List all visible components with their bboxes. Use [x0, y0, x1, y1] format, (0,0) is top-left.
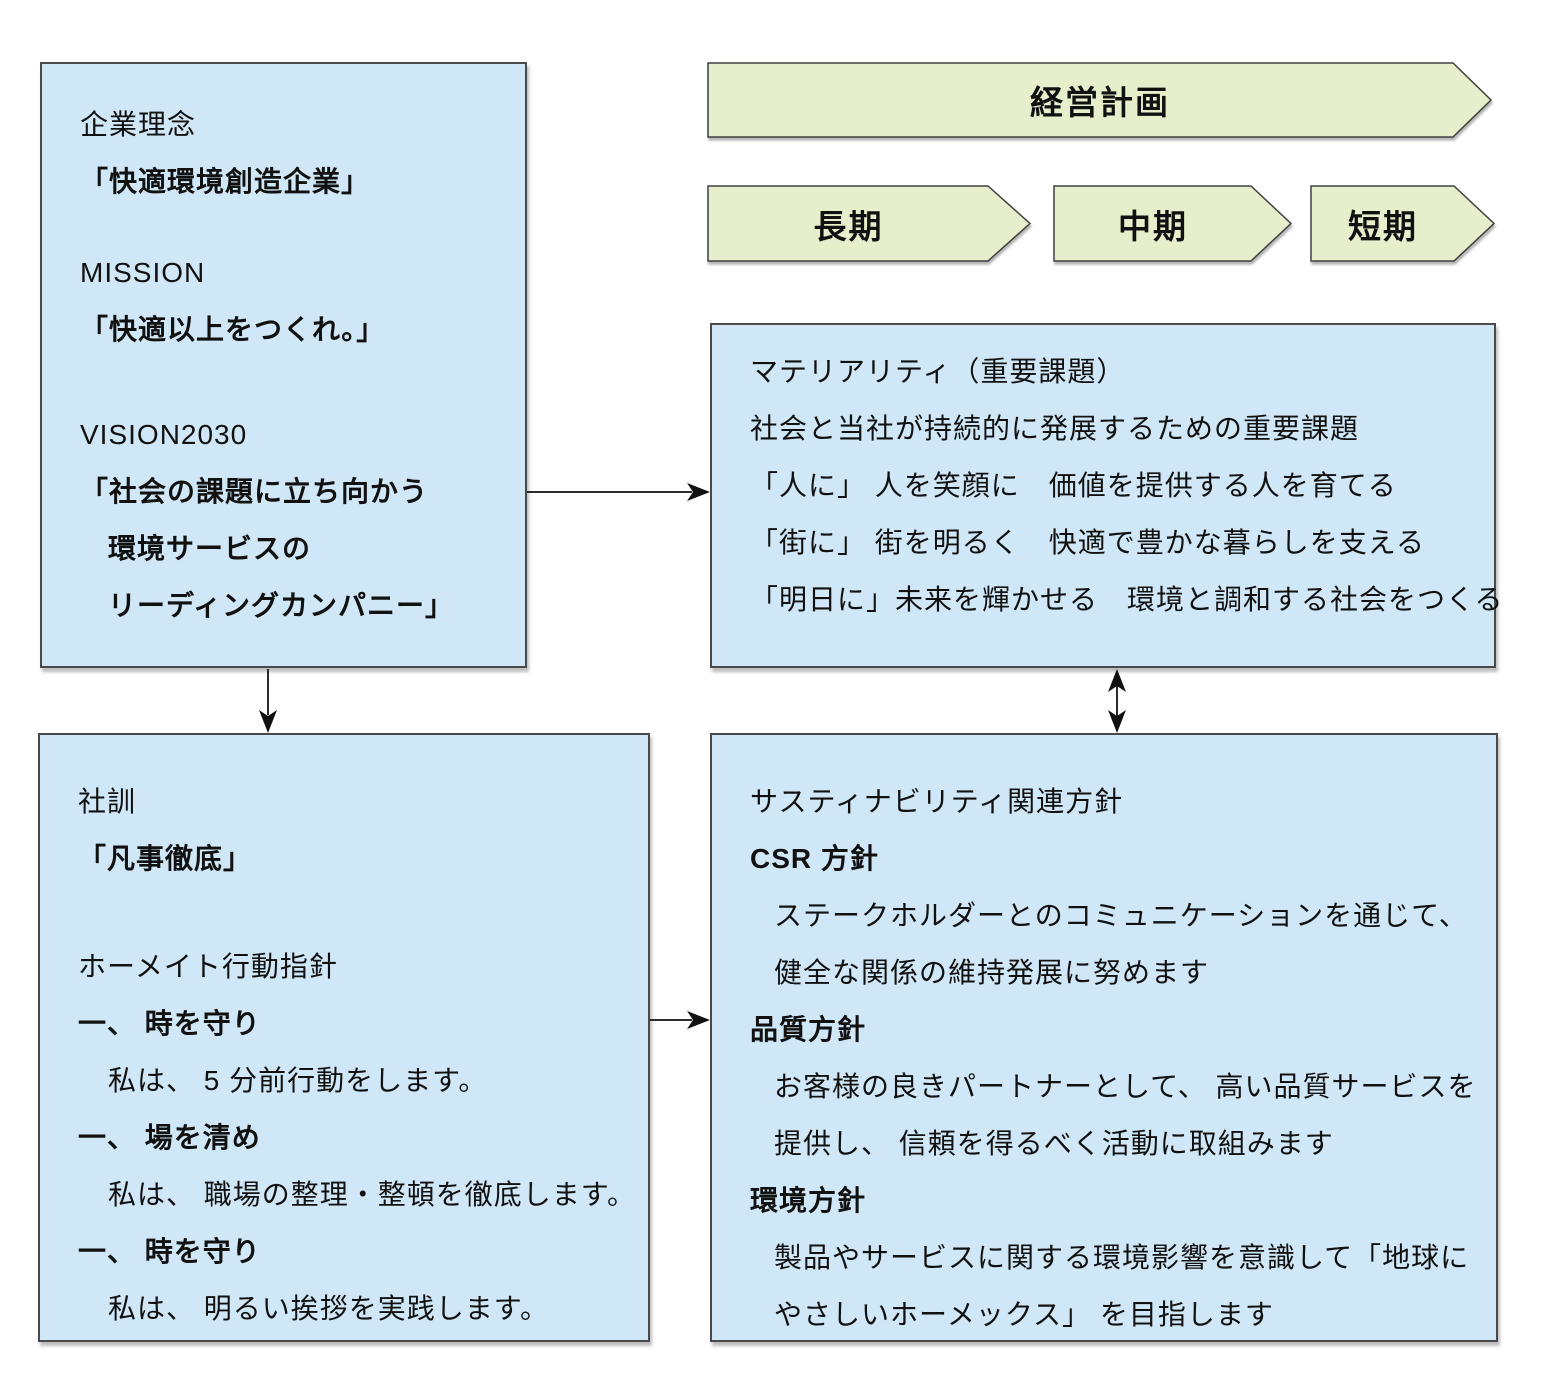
- precepts-title: 社訓: [78, 786, 137, 817]
- sustainability-title: サスティナビリティ関連方針: [750, 786, 1124, 817]
- guideline-item-heading: 一、 時を守り: [78, 1008, 261, 1039]
- phase-long-term: 長期: [707, 185, 1032, 262]
- guideline-item-body: 私は、 5 分前行動をします。: [108, 1065, 488, 1096]
- materiality-item: 「明日に」未来を輝かせる 環境と調和する社会をつくる: [750, 584, 1504, 615]
- vision-line: 環境サービスの: [108, 533, 312, 564]
- vision-line: 「社会の課題に立ち向かう: [80, 476, 429, 507]
- phase-chevron-shape: [1053, 185, 1293, 262]
- corporate-philosophy-motto: 「快適環境創造企業」: [80, 166, 371, 197]
- management-plan-banner: 経営計画: [707, 62, 1493, 138]
- arrow-philosophy-to-materiality: [527, 483, 710, 501]
- materiality-item: 「街に」 街を明るく 快適で豊かな暮らしを支える: [750, 527, 1425, 558]
- csr-policy-line: 健全な関係の維持発展に努めます: [774, 957, 1210, 988]
- materiality-item: 「人に」 人を笑顔に 価値を提供する人を育てる: [750, 470, 1397, 501]
- guideline-item-body: 私は、 明るい挨拶を実践します。: [108, 1293, 549, 1324]
- management-plan-label: 経営計画: [1030, 84, 1170, 121]
- mission-title: MISSION: [80, 257, 206, 288]
- precepts-box: 社訓 「凡事徹底」 ホーメイト行動指針 一、 時を守り 私は、 5 分前行動をし…: [38, 733, 650, 1342]
- vision-line: リーディングカンパニー」: [108, 590, 455, 621]
- quality-policy-line: 提供し、 信頼を得るべく活動に取組みます: [774, 1128, 1334, 1159]
- precepts-motto: 「凡事徹底」: [78, 843, 253, 874]
- arrow-philosophy-to-precepts: [259, 669, 277, 733]
- banner-chevron-shape: [707, 62, 1493, 138]
- mission-motto: 「快適以上をつくれ。」: [80, 314, 386, 345]
- corporate-philosophy-title: 企業理念: [80, 109, 197, 140]
- environment-policy-line: 製品やサービスに関する環境影響を意識して「地球に: [774, 1242, 1470, 1273]
- phase-chevron-shape: [1310, 185, 1496, 262]
- vision-title: VISION2030: [80, 419, 248, 450]
- arrow-materiality-sustainability-bidirectional: [1108, 669, 1126, 733]
- materiality-box: マテリアリティ（重要課題） 社会と当社が持続的に発展するための重要課題 「人に」…: [710, 323, 1504, 668]
- phase-short-term: 短期: [1310, 185, 1496, 262]
- arrow-precepts-to-sustainability: [650, 1011, 710, 1029]
- csr-policy-heading: CSR 方針: [750, 843, 879, 874]
- guideline-title: ホーメイト行動指針: [78, 951, 338, 982]
- materiality-subtitle: 社会と当社が持続的に発展するための重要課題: [750, 413, 1360, 444]
- guideline-item-heading: 一、 場を清め: [78, 1122, 261, 1153]
- environment-policy-heading: 環境方針: [750, 1185, 867, 1216]
- philosophy-box: 企業理念 「快適環境創造企業」 MISSION 「快適以上をつくれ。」 VISI…: [40, 62, 527, 668]
- phase-mid-term: 中期: [1053, 185, 1293, 262]
- materiality-title: マテリアリティ（重要課題）: [750, 356, 1126, 387]
- phase-chevron-shape: [707, 185, 1032, 262]
- phase-short-term-label: 短期: [1348, 207, 1418, 245]
- quality-policy-line: お客様の良きパートナーとして、 高い品質サービスを: [774, 1071, 1477, 1102]
- phase-long-term-label: 長期: [813, 207, 884, 245]
- csr-policy-line: ステークホルダーとのコミュニケーションを通じて、: [774, 900, 1468, 931]
- phase-mid-term-label: 中期: [1118, 207, 1188, 245]
- sustainability-box: サスティナビリティ関連方針 CSR 方針 ステークホルダーとのコミュニケーション…: [710, 733, 1498, 1342]
- environment-policy-line: やさしいホーメックス」 を目指します: [774, 1299, 1274, 1330]
- guideline-item-heading: 一、 時を守り: [78, 1236, 261, 1267]
- quality-policy-heading: 品質方針: [750, 1014, 867, 1045]
- guideline-item-body: 私は、 職場の整理・整頓を徹底します。: [108, 1179, 636, 1210]
